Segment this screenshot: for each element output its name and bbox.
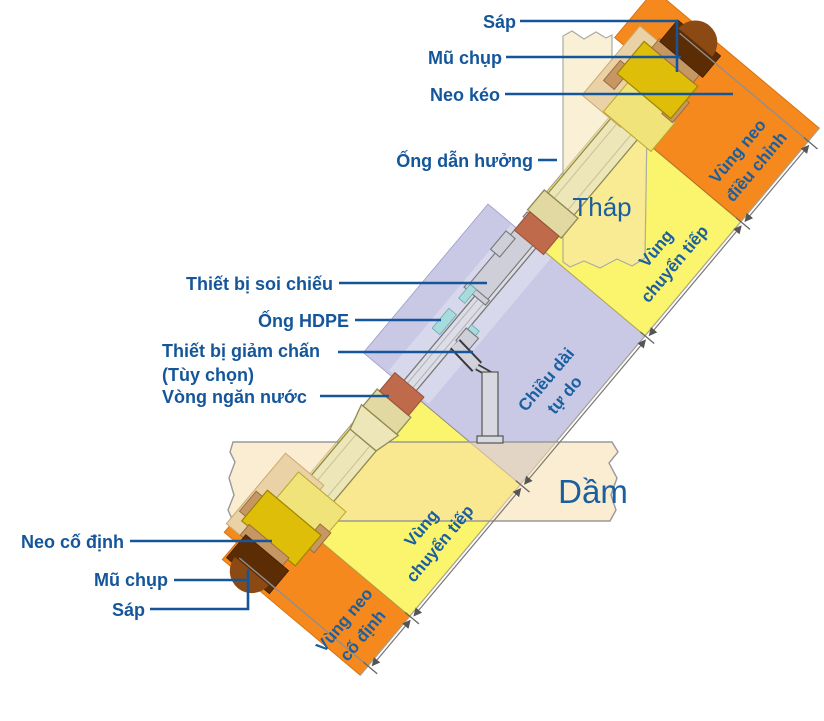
dim-tick-3 [640, 331, 655, 345]
damper-support-foot [476, 435, 504, 444]
dim-tick-2 [515, 480, 530, 493]
band-end-line-top [679, 32, 809, 142]
label-ong-dan-huong: Ống dẫn hưởng [396, 150, 533, 171]
label-mu-chup-top: Mũ chụp [428, 48, 502, 68]
component-labels: Sáp Mũ chụp Neo kéo Ống dẫn hưởng Thiết … [21, 12, 533, 620]
leader-lines [130, 19, 733, 611]
label-vong-ngan-nuoc: Vòng ngăn nước [162, 387, 307, 407]
tower-label: Tháp [572, 192, 631, 222]
guide-pipe-beam-flare [349, 403, 400, 452]
label-mu-chup-bottom: Mũ chụp [94, 570, 168, 590]
dim-tick-4 [735, 217, 751, 230]
damper-cylinder [451, 340, 481, 371]
beam-label: Dầm [558, 473, 628, 510]
dim-tick-0 [362, 661, 378, 675]
water-seal-ring-tower [513, 211, 560, 256]
cable-assembly [225, 19, 722, 595]
label-neo-keo: Neo kéo [430, 85, 500, 105]
water-seal-ring-beam [378, 371, 425, 417]
damper-device [449, 339, 504, 444]
label-ong-hdpe: Ống HDPE [258, 310, 349, 331]
wax-dome-top [678, 20, 718, 57]
label-thiet-bi-soi-chieu: Thiết bị soi chiếu [186, 274, 333, 294]
cable-band-zones [221, 0, 820, 676]
dim-adjustable-anchor [744, 144, 810, 222]
dim-transition-beam [413, 488, 522, 617]
dim-tick-1 [404, 611, 420, 625]
dim-tick-5 [803, 136, 818, 150]
dim-transition-tower [648, 225, 742, 337]
label-neo-co-dinh: Neo cố định [21, 532, 124, 552]
dim-fixed-anchor [371, 619, 411, 667]
leader-sap-top [520, 19, 679, 72]
leader-sap-bottom [150, 569, 250, 611]
guide-pipe-tower-line [553, 112, 627, 199]
band-end-line-bottom [238, 557, 369, 667]
guide-pipe-beam-line2 [324, 445, 371, 500]
inspection-device-step [489, 230, 516, 258]
guide-pipe-beam-line [310, 433, 357, 489]
hdpe-pipe-segment-1 [431, 307, 458, 336]
label-tuy-chon: (Tùy chọn) [162, 365, 254, 385]
dim-free-length [524, 339, 646, 485]
damper-support-post [481, 371, 499, 439]
label-sap-top: Sáp [483, 12, 516, 32]
hdpe-pipe-segment-2 [458, 283, 477, 304]
label-sap-bottom: Sáp [112, 600, 145, 620]
guide-pipe-tower-line2 [567, 123, 641, 211]
label-thiet-bi-giam-chan: Thiết bị giảm chấn [162, 341, 320, 361]
